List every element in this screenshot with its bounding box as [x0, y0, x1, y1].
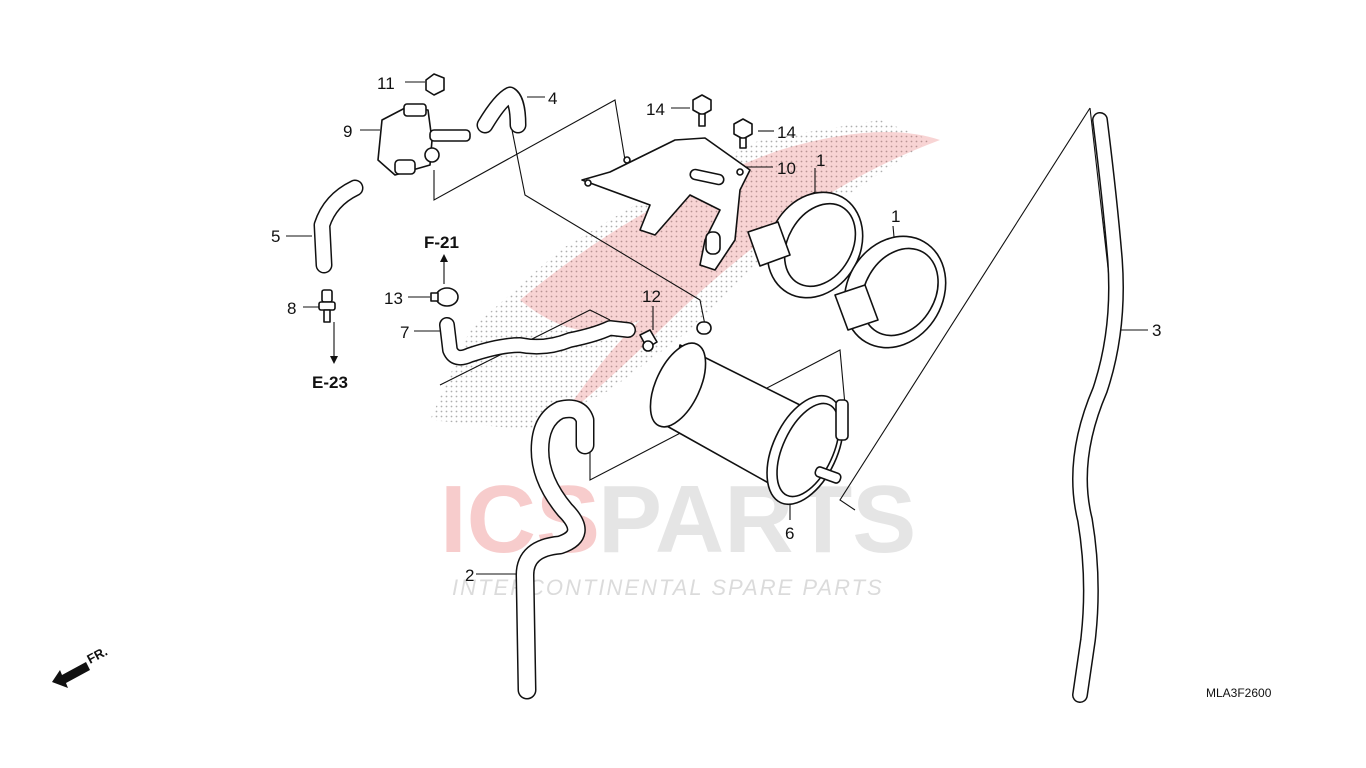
callout-8: 8 [287, 299, 296, 318]
clamp-13 [430, 287, 459, 307]
callout-3: 3 [1152, 321, 1161, 340]
joint-8 [318, 289, 336, 323]
bolt-14-left [692, 94, 712, 127]
callout-14-right: 14 [777, 123, 796, 142]
callout-13: 13 [384, 289, 403, 308]
hose-3 [1072, 112, 1124, 703]
callout-14-left: 14 [646, 100, 665, 119]
band-1-lower [834, 235, 947, 349]
callout-9: 9 [343, 122, 352, 141]
hose-2 [515, 399, 595, 700]
callout-1-lower: 1 [891, 207, 900, 226]
bracket-10 [581, 137, 751, 271]
hose-7 [439, 317, 636, 366]
valve-9 [377, 103, 471, 176]
callout-5: 5 [271, 227, 280, 246]
callout-10: 10 [777, 159, 796, 178]
watermark-wing-red [520, 132, 940, 420]
hose-5 [313, 179, 364, 274]
callout-11: 11 [377, 74, 395, 93]
nut-11 [425, 73, 445, 96]
hose-4 [476, 86, 527, 134]
callout-7: 7 [400, 323, 409, 342]
drawing-code: MLA3F2600 [1206, 686, 1272, 700]
ref-f21[interactable]: F-21 [424, 233, 459, 252]
callout-1-upper: 1 [816, 151, 825, 170]
callout-2: 2 [465, 566, 474, 585]
callout-6: 6 [785, 524, 794, 543]
clip-12 [639, 329, 658, 352]
front-arrow: FR. [52, 644, 110, 688]
band-1-upper [747, 191, 864, 299]
ref-e23[interactable]: E-23 [312, 373, 348, 392]
front-label: FR. [84, 644, 110, 667]
callout-12: 12 [642, 287, 661, 306]
callout-4: 4 [548, 89, 557, 108]
canister-6 [649, 321, 849, 506]
watermark-brand-right: PARTS [598, 466, 916, 573]
bolt-14-right [733, 118, 753, 149]
